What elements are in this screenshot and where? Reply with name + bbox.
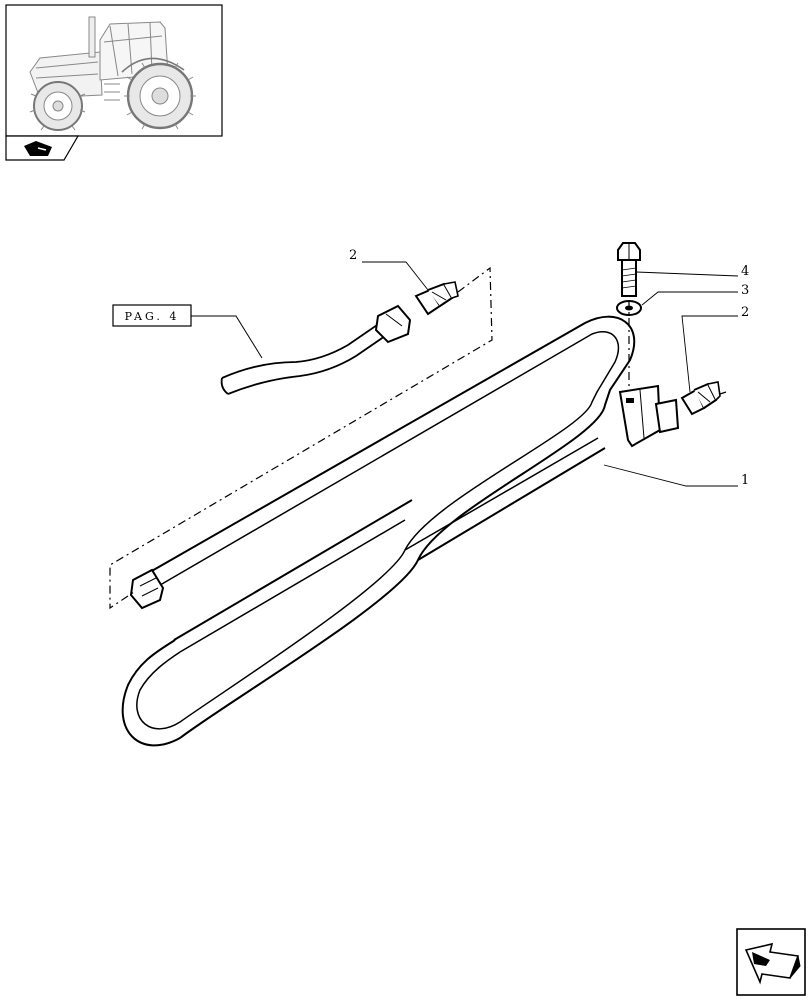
feed-pipe [220, 304, 412, 395]
assembly-lines [109, 266, 727, 610]
callout-number: 2 [741, 305, 749, 320]
callout-number: 1 [741, 473, 749, 488]
pipe-mounting-block [618, 384, 680, 448]
section-symbol-icon [24, 141, 52, 156]
pipe-union-fitting-right [680, 381, 721, 416]
hex-bolt-icon [617, 242, 641, 297]
callout-3: 3 [641, 283, 749, 306]
cooler-pipe [121, 315, 680, 747]
callout-number: 3 [741, 283, 749, 298]
next-page-arrow-icon [744, 942, 801, 985]
callout-4: 4 [635, 264, 749, 279]
tractor-thumbnail [5, 4, 223, 137]
tractor-icon [29, 16, 196, 131]
callout-2-top: 2 [349, 248, 429, 291]
next-page-button[interactable] [736, 928, 806, 996]
callout-2-right: 2 [681, 305, 749, 393]
pipe-union-fitting-top [414, 281, 459, 316]
page-reference-box[interactable]: PAG. 4 [112, 304, 263, 359]
callout-1: 1 [603, 464, 749, 488]
callout-number: 2 [349, 248, 357, 263]
pipe-end-nut [129, 568, 165, 610]
section-tab[interactable] [5, 135, 80, 161]
callout-number: 4 [741, 264, 749, 279]
page-reference-label: PAG. 4 [125, 310, 180, 323]
feed-pipe-nut [374, 304, 412, 344]
